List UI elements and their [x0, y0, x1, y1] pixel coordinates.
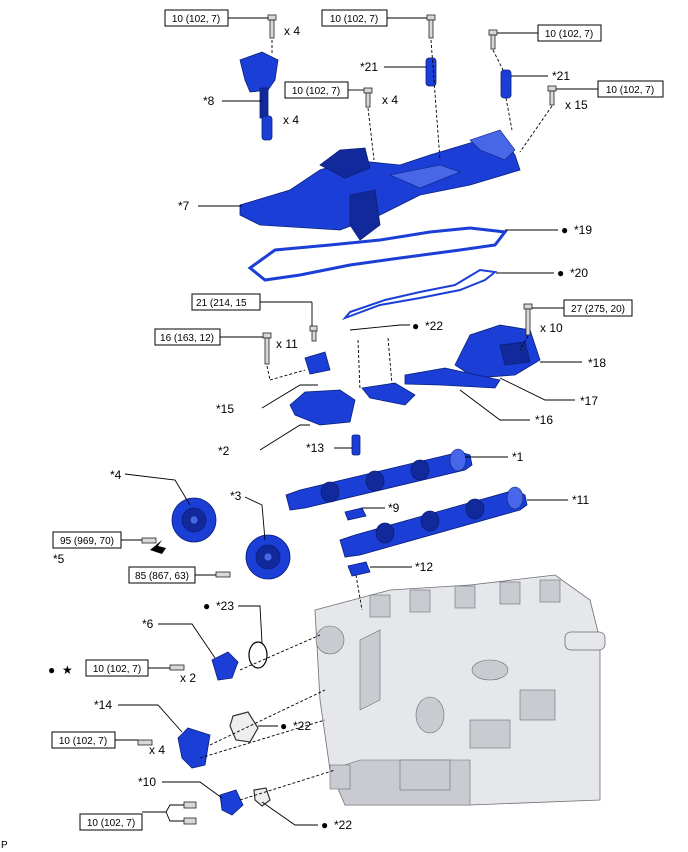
callout-16: *16	[535, 413, 553, 427]
qty-coil-bolts: x 4	[284, 24, 300, 38]
svg-text:10 (102, 7): 10 (102, 7)	[330, 14, 378, 25]
callout-8: *8	[203, 94, 215, 108]
alignment-lines	[199, 39, 553, 801]
o-ring-23	[248, 641, 268, 669]
callout-23: *23	[216, 599, 234, 613]
callout-14: *14	[94, 698, 112, 712]
sensor-10	[219, 789, 244, 816]
callout-9: *9	[388, 501, 400, 515]
callout-22b: *22	[293, 719, 311, 733]
callout-18: *18	[588, 356, 606, 370]
qty-housing-bolts: x 10	[540, 321, 563, 335]
callout-10: *10	[138, 775, 156, 789]
callout-4: *4	[110, 468, 122, 482]
dot-6: ●	[48, 663, 55, 677]
callout-17: *17	[580, 394, 598, 408]
torque-spec-7: 16 (163, 12)	[154, 328, 221, 346]
qty-sensor-bolts: x 4	[382, 93, 398, 107]
svg-text:10 (102, 7): 10 (102, 7)	[545, 29, 593, 40]
cylinder-head-cover	[239, 129, 521, 241]
bearing-cap-17	[404, 367, 501, 389]
callout-1: *1	[512, 450, 524, 464]
ignition-coil	[239, 51, 279, 141]
bolts	[137, 14, 557, 825]
svg-text:95 (969, 70): 95 (969, 70)	[60, 536, 114, 547]
callout-11: *11	[572, 493, 589, 507]
gasket-22-mid	[229, 711, 259, 743]
qty-cap-bolts: x 11	[276, 337, 298, 351]
torque-spec-4: 10 (102, 7)	[284, 81, 349, 99]
qty-cover-bolts: x 15	[565, 98, 588, 112]
dot-22b: ●	[280, 719, 287, 733]
cam-position-sensor-a	[425, 57, 437, 87]
torque-spec-8: 27 (275, 20)	[563, 299, 633, 317]
torque-spec-13: 10 (102, 7)	[79, 813, 143, 831]
svg-text:27 (275, 20): 27 (275, 20)	[571, 304, 625, 315]
camshaft-2	[339, 486, 528, 558]
torque-spec-9: 95 (969, 70)	[52, 531, 122, 549]
torque-spec-1: 10 (102, 7)	[164, 9, 229, 27]
svg-text:10 (102, 7): 10 (102, 7)	[292, 86, 340, 97]
callout-13: *13	[306, 441, 324, 455]
torque-spec-3: 10 (102, 7)	[537, 24, 602, 42]
svg-text:10 (102, 7): 10 (102, 7)	[172, 14, 220, 25]
bearing-cap-16	[361, 382, 416, 406]
bearing-9	[344, 507, 367, 521]
svg-text:16 (163, 12): 16 (163, 12)	[160, 333, 214, 344]
dot-22c: ●	[321, 818, 328, 832]
qty-cover14-bolts: x 4	[149, 743, 165, 757]
cylinder-head-cover-gasket	[247, 226, 508, 282]
callout-15: *15	[216, 402, 234, 416]
corner-label: P	[1, 840, 8, 851]
camshaft-bearing-cap-2	[289, 389, 356, 426]
oil-control-valve-6	[211, 651, 239, 681]
callout-22a: *22	[425, 319, 443, 333]
camshaft-1	[285, 448, 473, 511]
callout-19: *19	[574, 223, 592, 237]
gasket-22-low	[253, 787, 271, 807]
torque-spec-5: 10 (102, 7)	[597, 80, 664, 98]
cam-timing-gear-4	[171, 497, 217, 543]
qty-coils: x 4	[283, 113, 299, 127]
star-6: ★	[62, 663, 73, 677]
callout-2: *2	[218, 444, 230, 458]
engine-block	[314, 574, 606, 806]
torque-spec-11: 10 (102, 7)	[85, 659, 149, 677]
callout-6: *6	[142, 617, 154, 631]
torque-spec-2: 10 (102, 7)	[321, 9, 388, 27]
qty-valve-bolts: x 2	[180, 671, 196, 685]
dot-20: ●	[557, 266, 564, 280]
bracket-15	[304, 351, 331, 375]
leader-lines	[115, 17, 598, 826]
dot-22a: ●	[412, 319, 419, 333]
torque-spec-10: 85 (867, 63)	[128, 566, 196, 584]
cam-position-sensor-b	[500, 69, 512, 99]
svg-text:10 (102, 7): 10 (102, 7)	[93, 664, 141, 675]
svg-text:10 (102, 7): 10 (102, 7)	[87, 818, 135, 829]
cover-14	[177, 727, 211, 769]
oil-control-valve-13	[351, 434, 361, 456]
callout-20: *20	[570, 266, 588, 280]
torque-spec-12: 10 (102, 7)	[51, 731, 116, 749]
svg-text:21 (214, 15: 21 (214, 15	[196, 298, 247, 309]
bearing-12	[347, 561, 371, 577]
svg-text:85 (867, 63): 85 (867, 63)	[135, 571, 189, 582]
svg-text:10 (102, 7): 10 (102, 7)	[606, 85, 654, 96]
callout-22c: *22	[334, 818, 352, 832]
cam-timing-gear-3	[245, 534, 291, 580]
callout-3: *3	[230, 489, 242, 503]
direction-arrow	[150, 540, 166, 554]
dot-19: ●	[561, 223, 568, 237]
callout-7: *7	[178, 199, 190, 213]
callout-21a: *21	[360, 60, 378, 74]
dot-23: ●	[203, 599, 210, 613]
callout-12: *12	[415, 560, 433, 574]
camshaft-bearing-cap-gasket	[341, 268, 498, 321]
torque-spec-6: 21 (214, 15	[191, 293, 261, 311]
callout-5: *5	[53, 552, 65, 566]
svg-text:10 (102, 7): 10 (102, 7)	[59, 736, 107, 747]
callout-21b: *21	[552, 69, 570, 83]
